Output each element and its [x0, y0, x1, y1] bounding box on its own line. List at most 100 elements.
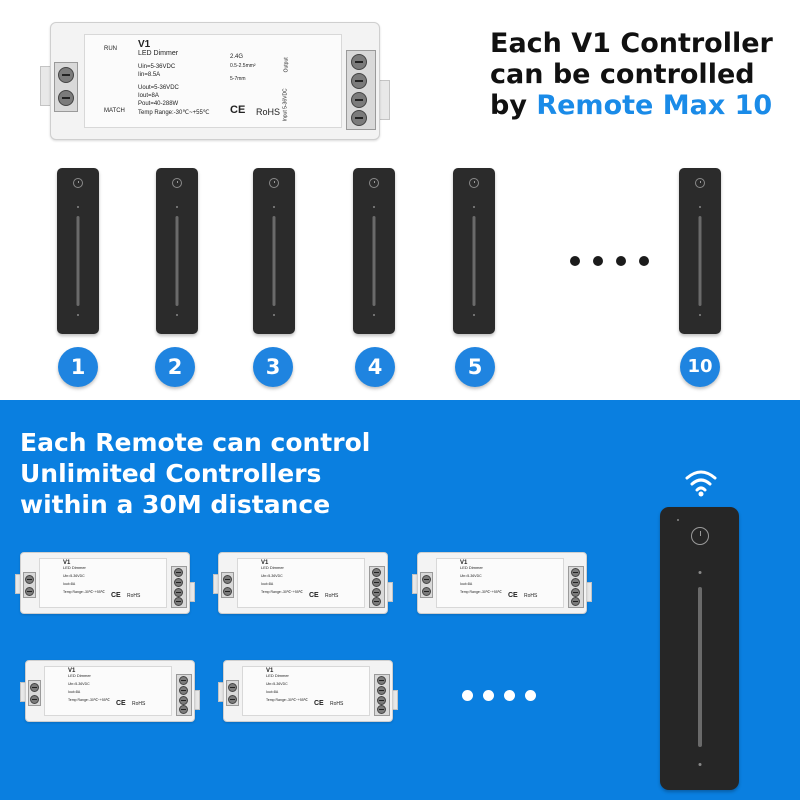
spec-temp: Temp Range:-30℃~+55℃	[261, 590, 303, 594]
ce-mark: CE	[230, 104, 246, 116]
controller-label-panel	[242, 666, 370, 716]
remote-5	[453, 168, 495, 334]
headline-line-2: can be controlled	[490, 59, 755, 90]
ce-mark: CE	[309, 592, 319, 599]
terminal-screw	[30, 683, 39, 692]
badge-10: 10	[680, 347, 720, 387]
slider-dot	[77, 206, 79, 208]
slider-track	[175, 216, 179, 306]
slider-dot	[473, 314, 475, 316]
spec-iin: Iin=8.5A	[138, 72, 161, 78]
spec-temp: Temp Range:-30℃~+55℃	[138, 110, 210, 116]
wifi-signal-icon	[685, 470, 717, 497]
headline-line-3-prefix: by	[490, 90, 537, 121]
spec-uin: Uin=5-36VDC	[63, 574, 85, 578]
terminal-screw	[377, 705, 386, 714]
slider-dot	[698, 763, 701, 766]
slider-dot	[373, 314, 375, 316]
controller-label-panel	[39, 558, 167, 608]
terminal-screw	[179, 705, 188, 714]
badge-3: 3	[253, 347, 293, 387]
terminal-screw	[179, 686, 188, 695]
product-name: LED Dimmer	[261, 565, 284, 570]
spec-uout: Uout=5-36VDC	[138, 85, 179, 91]
product-name: LED Dimmer	[460, 565, 483, 570]
spec-temp: Temp Range:-30℃~+55℃	[460, 590, 502, 594]
rohs-mark: RoHS	[524, 593, 538, 599]
spec-temp: Temp Range:-30℃~+55℃	[63, 590, 105, 594]
rohs-mark: RoHS	[256, 107, 281, 117]
power-icon	[695, 178, 705, 188]
rohs-mark: RoHS	[325, 593, 339, 599]
terminal-screw	[372, 578, 381, 587]
spec-temp: Temp Range:-30℃~+55℃	[266, 698, 308, 702]
slider-track	[698, 216, 702, 306]
power-icon	[269, 178, 279, 188]
ce-mark: CE	[111, 592, 121, 599]
spec-temp: Temp Range:-30℃~+55℃	[68, 698, 110, 702]
spec-uin: Uin=5-36VDC	[138, 64, 176, 70]
terminal-screw	[174, 597, 183, 606]
terminal-screw	[179, 696, 188, 705]
terminal-screw	[422, 575, 431, 584]
terminal-screw	[372, 588, 381, 597]
ce-mark: CE	[314, 700, 324, 707]
slider-dot	[176, 206, 178, 208]
spec-iout: Iout=8A	[63, 582, 76, 586]
terminal-screw	[58, 67, 74, 83]
rohs-mark: RoHS	[330, 701, 344, 707]
terminal-screw	[377, 696, 386, 705]
product-name: LED Dimmer	[266, 673, 289, 678]
slider-dot	[77, 314, 79, 316]
slider-track	[272, 216, 276, 306]
badge-5: 5	[455, 347, 495, 387]
terminal-screw	[351, 54, 367, 70]
remote-4	[353, 168, 395, 334]
ce-mark: CE	[116, 700, 126, 707]
output-label: Output	[283, 57, 290, 73]
ellipsis-dots	[570, 256, 649, 266]
terminal-screw	[377, 686, 386, 695]
terminal-screw	[25, 587, 34, 596]
terminal-screw	[372, 568, 381, 577]
terminal-screw	[372, 597, 381, 606]
top-section: RUN MATCH V1 LED Dimmer Uin=5-36VDC Iin=…	[40, 22, 790, 387]
slider-dot	[176, 314, 178, 316]
spec-iout: Iout=8A	[68, 690, 81, 694]
slider-track	[372, 216, 376, 306]
slider-dot	[699, 206, 701, 208]
controller-label-panel	[44, 666, 172, 716]
slider-track	[472, 216, 476, 306]
terminal-screw	[571, 588, 580, 597]
spec-iout: Iout=8A	[138, 93, 159, 99]
spec-uin: Uin=5-36VDC	[266, 682, 288, 686]
badge-2: 2	[155, 347, 195, 387]
remote-1	[57, 168, 99, 334]
headline-line-1: Each V1 Controller	[490, 28, 773, 59]
controller-large: RUN MATCH V1 LED Dimmer Uin=5-36VDC Iin=…	[40, 22, 390, 140]
terminal-screw	[422, 587, 431, 596]
model-label: V1	[460, 560, 468, 566]
power-icon	[369, 178, 379, 188]
wire-label: 0.5-2.5mm²	[230, 63, 256, 69]
terminal-screw	[571, 597, 580, 606]
headline-line-3: by Remote Max 10	[490, 90, 790, 121]
headline-remote-max: Remote Max 10	[536, 90, 773, 121]
remote-2	[156, 168, 198, 334]
terminal-screw	[174, 568, 183, 577]
slider-dot	[273, 314, 275, 316]
remote-10	[679, 168, 721, 334]
spec-pout: Pout=40-288W	[138, 101, 179, 107]
slider-track	[697, 587, 702, 747]
terminal-screw	[25, 575, 34, 584]
model-label: V1	[63, 560, 71, 566]
bottom-headline: Each Remote can control Unlimited Contro…	[20, 427, 460, 520]
terminal-screw	[30, 695, 39, 704]
power-icon	[172, 178, 182, 188]
spec-iout: Iout=8A	[266, 690, 279, 694]
spec-iout: Iout=8A	[261, 582, 274, 586]
bottom-line-3: within a 30M distance	[20, 490, 331, 519]
